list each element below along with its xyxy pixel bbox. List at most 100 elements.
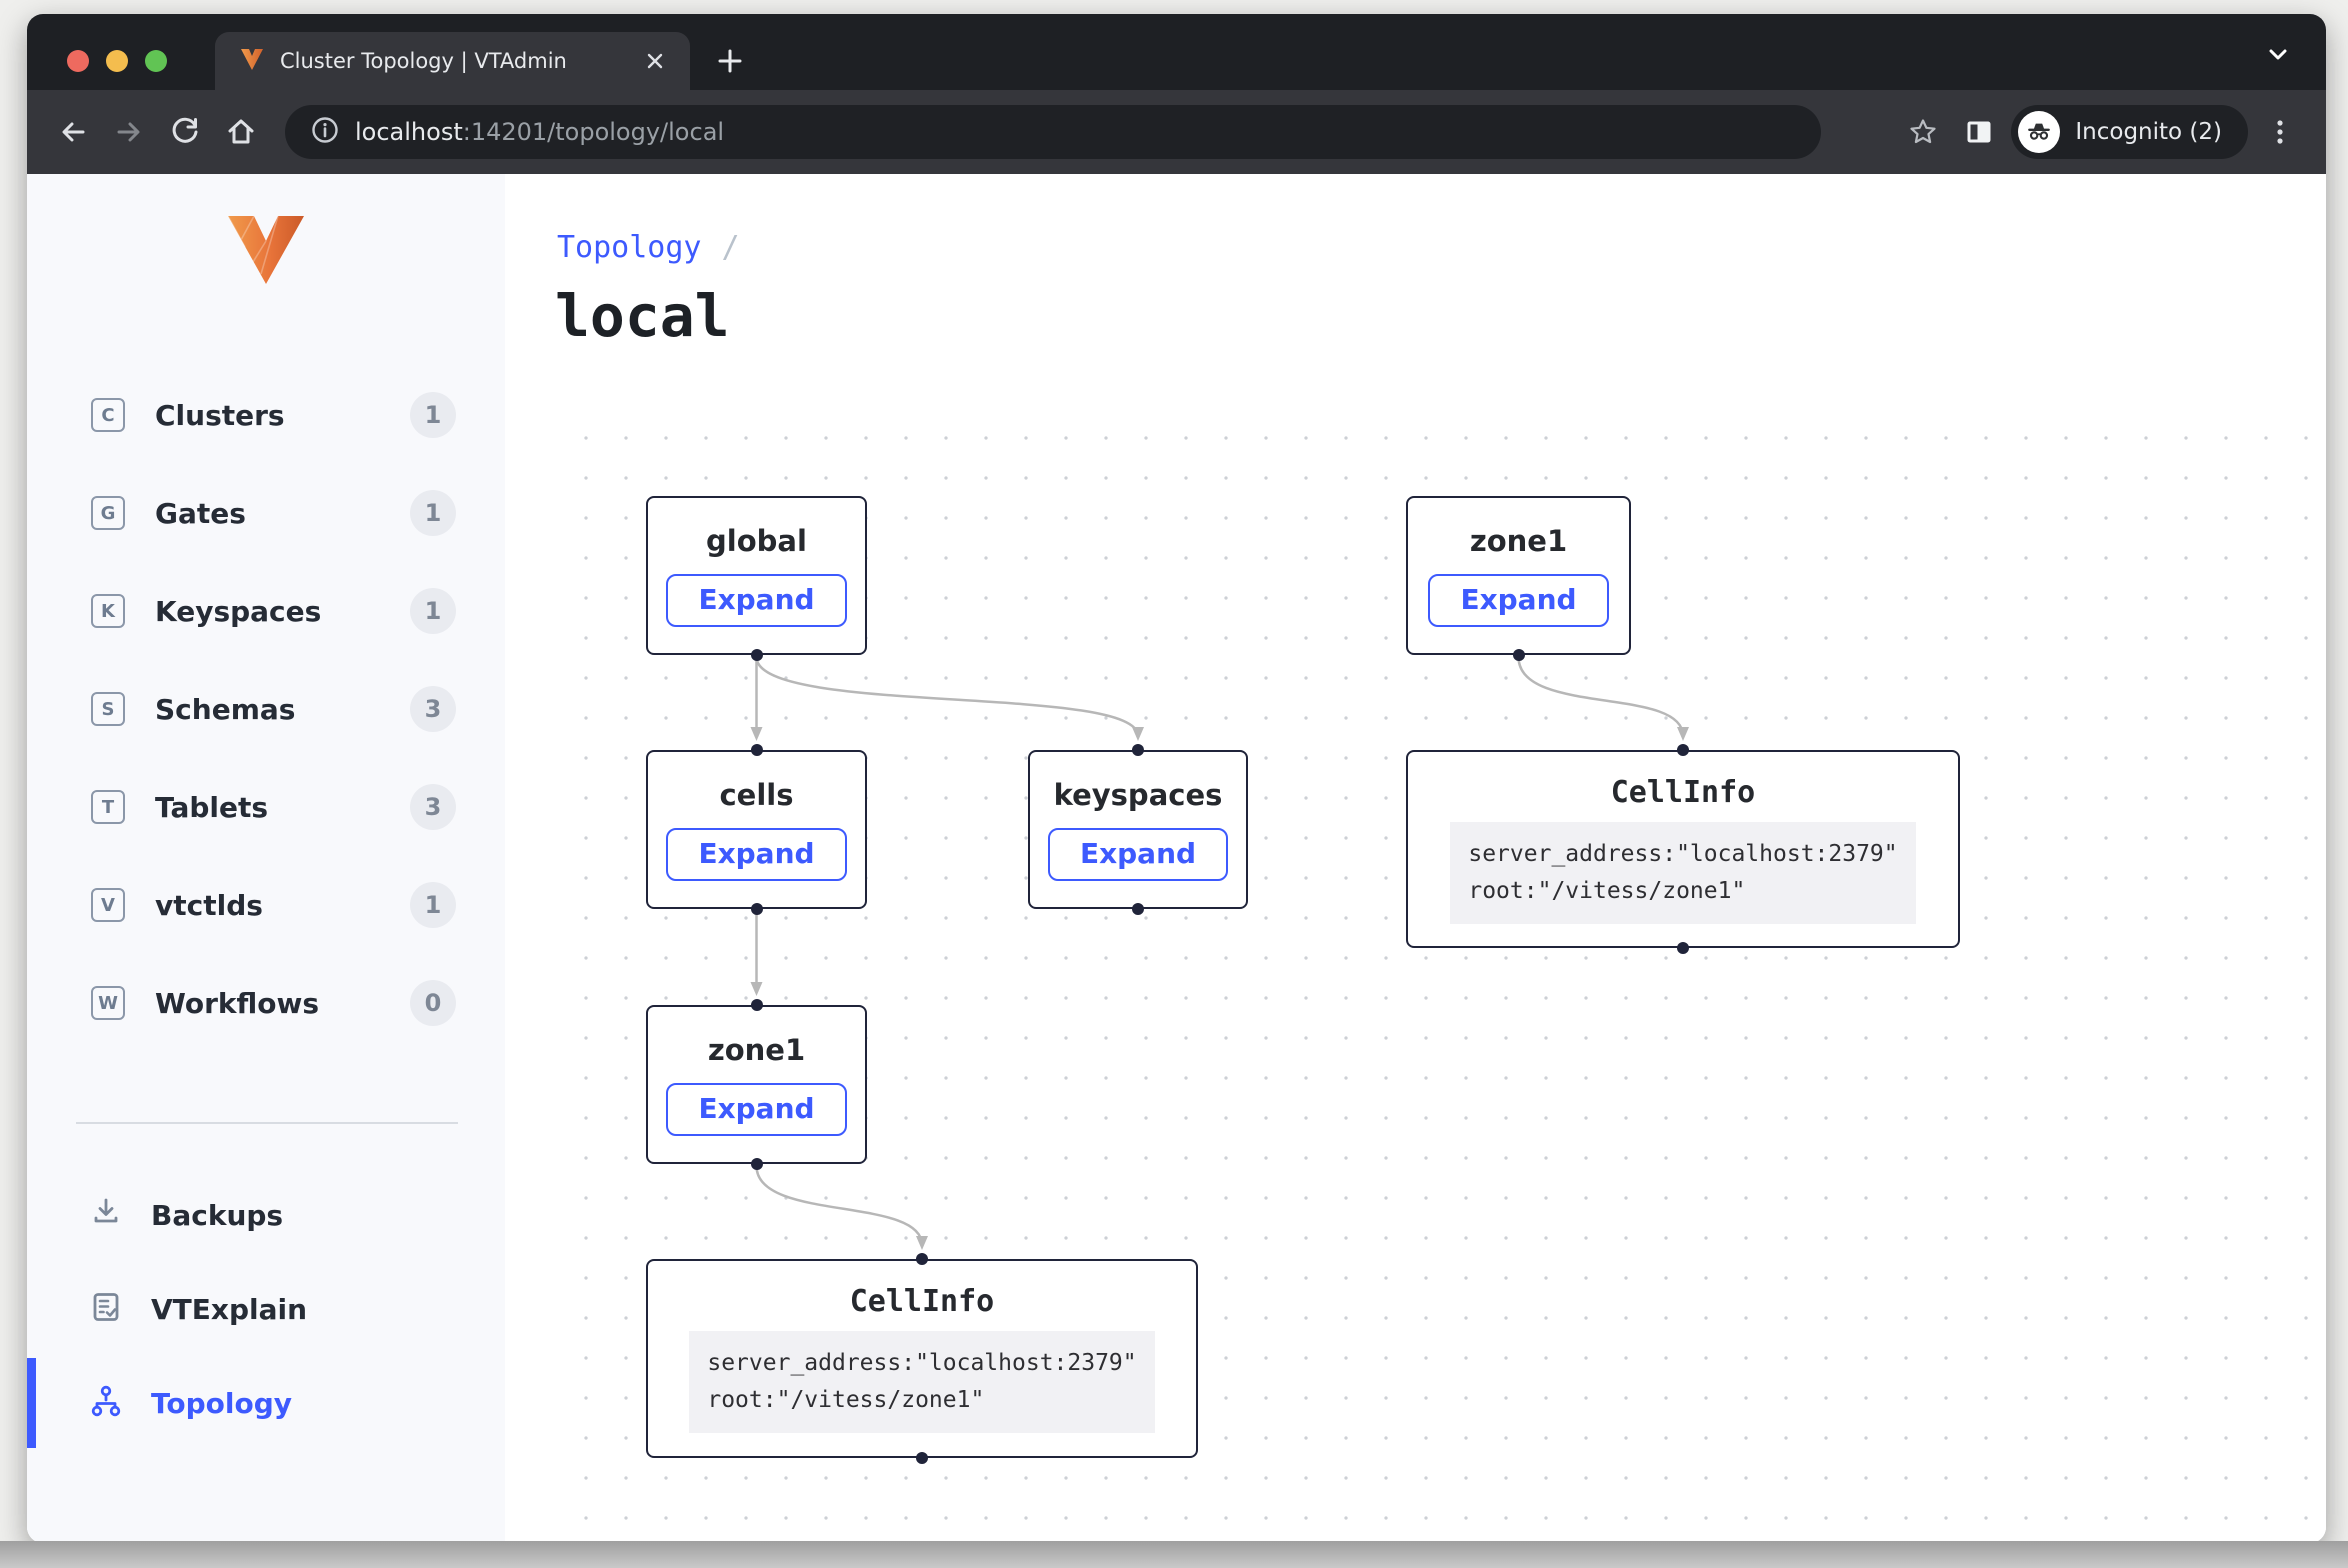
- node-cellinfo-zone1: CellInfo server_address:"localhost:2379"…: [1406, 750, 1960, 948]
- gates-letter-icon: G: [91, 496, 125, 530]
- browser-window: Cluster Topology | VTAdmin: [27, 14, 2326, 1543]
- handle-zone1b-top[interactable]: [750, 999, 763, 1011]
- sidebar-item-backups[interactable]: Backups: [27, 1168, 505, 1262]
- sidebar-item-tablets[interactable]: T Tablets 3: [27, 758, 505, 856]
- sidebar-item-label: Workflows: [155, 986, 320, 1020]
- node-cellinfo-zone1-bottom: CellInfo server_address:"localhost:2379"…: [646, 1259, 1198, 1458]
- count-badge: 1: [410, 392, 456, 438]
- minimize-window-button[interactable]: [106, 50, 128, 72]
- edge-zone1-cellinfo: [1517, 656, 1689, 741]
- site-info-icon[interactable]: [311, 116, 339, 148]
- node-title: zone1: [1469, 524, 1568, 559]
- cellinfo-code: server_address:"localhost:2379" root:"/v…: [689, 1331, 1155, 1433]
- expand-button[interactable]: Expand: [666, 574, 847, 627]
- sidebar-item-label: Backups: [151, 1198, 284, 1232]
- url-path: :14201/topology/local: [462, 118, 725, 146]
- handle-zone1top-bottom[interactable]: [1512, 649, 1525, 661]
- workflows-letter-icon: W: [91, 986, 125, 1020]
- expand-button[interactable]: Expand: [666, 828, 847, 881]
- handle-global-bottom[interactable]: [750, 649, 763, 661]
- sidebar-item-label: Tablets: [155, 790, 269, 824]
- close-window-button[interactable]: [67, 50, 89, 72]
- handle-cells-top[interactable]: [750, 744, 763, 756]
- url-host: localhost: [355, 118, 463, 146]
- code-line: root:"/vitess/zone1": [707, 1387, 985, 1413]
- zoom-window-button[interactable]: [145, 50, 167, 72]
- sidebar-item-gates[interactable]: G Gates 1: [27, 464, 505, 562]
- handle-zone1b-bottom[interactable]: [750, 1158, 763, 1170]
- sidebar-item-label: Clusters: [155, 398, 285, 432]
- count-badge: 1: [410, 588, 456, 634]
- node-title: keyspaces: [1053, 778, 1223, 813]
- code-line: server_address:"localhost:2379": [707, 1350, 1137, 1376]
- sidebar-item-vtctlds[interactable]: V vtctlds 1: [27, 856, 505, 954]
- sidebar-divider: [76, 1122, 458, 1124]
- sidebar-item-schemas[interactable]: S Schemas 3: [27, 660, 505, 758]
- sidebar-item-label: Topology: [151, 1386, 293, 1420]
- download-icon: [89, 1196, 123, 1234]
- node-title: global: [706, 524, 807, 559]
- handle-cellinfob-top[interactable]: [916, 1253, 928, 1265]
- count-badge: 1: [410, 882, 456, 928]
- handle-keyspaces-bottom[interactable]: [1132, 903, 1144, 915]
- cellinfo-code: server_address:"localhost:2379" root:"/v…: [1450, 821, 1916, 924]
- node-title: CellInfo: [1610, 774, 1756, 810]
- sidebar-item-label: Gates: [155, 496, 246, 530]
- handle-cellinfob-bottom[interactable]: [916, 1452, 928, 1464]
- desktop-background-strip: [0, 1541, 2348, 1568]
- sidebar-item-workflows[interactable]: W Workflows 0: [27, 954, 505, 1052]
- sidebar-item-topology[interactable]: Topology: [27, 1356, 505, 1450]
- code-line: server_address:"localhost:2379": [1468, 840, 1898, 867]
- browser-menu-icon[interactable]: [2256, 108, 2304, 156]
- browser-toolbar: localhost:14201/topology/local: [27, 90, 2326, 174]
- expand-button[interactable]: Expand: [1428, 574, 1609, 627]
- browser-tab[interactable]: Cluster Topology | VTAdmin: [215, 32, 690, 90]
- node-cells: cells Expand: [646, 750, 867, 909]
- window-controls: [67, 50, 167, 72]
- count-badge: 0: [410, 980, 456, 1026]
- home-button[interactable]: [217, 108, 265, 156]
- count-badge: 1: [410, 490, 456, 536]
- new-tab-button[interactable]: [713, 44, 747, 78]
- forward-button[interactable]: [105, 108, 153, 156]
- node-title: cells: [719, 778, 794, 813]
- expand-button[interactable]: Expand: [1047, 828, 1229, 881]
- sidebar: C Clusters 1 G Gates 1 K Keyspaces 1 S S…: [27, 174, 505, 1543]
- tab-search-chevron-icon[interactable]: [2260, 42, 2296, 68]
- sidebar-nav: C Clusters 1 G Gates 1 K Keyspaces 1 S S…: [27, 366, 505, 1052]
- sidebar-item-clusters[interactable]: C Clusters 1: [27, 366, 505, 464]
- incognito-badge[interactable]: Incognito (2): [2011, 105, 2248, 159]
- node-title: CellInfo: [849, 1284, 995, 1319]
- topology-diagram[interactable]: global Expand zone1 Expand cells Expand …: [550, 400, 2326, 1543]
- clusters-letter-icon: C: [91, 398, 125, 432]
- handle-cellinfor-top[interactable]: [1677, 744, 1689, 756]
- edge-global-keyspaces: [755, 656, 1144, 741]
- handle-cellinfor-bottom[interactable]: [1677, 942, 1689, 954]
- breadcrumb-topology-link[interactable]: Topology: [557, 230, 702, 265]
- active-indicator: [27, 1358, 36, 1448]
- sidebar-item-vtexplain[interactable]: VTExplain: [27, 1262, 505, 1356]
- sidebar-item-label: Schemas: [155, 692, 296, 726]
- diagram-edges: [750, 656, 1689, 1250]
- count-badge: 3: [410, 784, 456, 830]
- tablets-letter-icon: T: [91, 790, 125, 824]
- back-button[interactable]: [49, 108, 97, 156]
- close-tab-icon[interactable]: [640, 46, 670, 76]
- main-content: Topology / local: [505, 174, 2326, 1543]
- handle-keyspaces-top[interactable]: [1132, 744, 1144, 756]
- bookmark-star-icon[interactable]: [1899, 108, 1947, 156]
- node-zone1-bottom: zone1 Expand: [646, 1005, 867, 1164]
- reload-button[interactable]: [161, 108, 209, 156]
- expand-button[interactable]: Expand: [666, 1083, 847, 1136]
- handle-cells-bottom[interactable]: [750, 903, 763, 915]
- incognito-label: Incognito (2): [2075, 119, 2222, 145]
- sidebar-item-keyspaces[interactable]: K Keyspaces 1: [27, 562, 505, 660]
- node-title: zone1: [707, 1033, 806, 1068]
- address-bar[interactable]: localhost:14201/topology/local: [285, 105, 1821, 159]
- tab-title: Cluster Topology | VTAdmin: [280, 49, 567, 73]
- incognito-icon: [2018, 111, 2061, 153]
- breadcrumb: Topology /: [557, 230, 740, 265]
- sidebar-item-label: VTExplain: [151, 1292, 308, 1326]
- edge-zone1b-cellinfo: [755, 1165, 928, 1250]
- side-panel-icon[interactable]: [1955, 108, 2003, 156]
